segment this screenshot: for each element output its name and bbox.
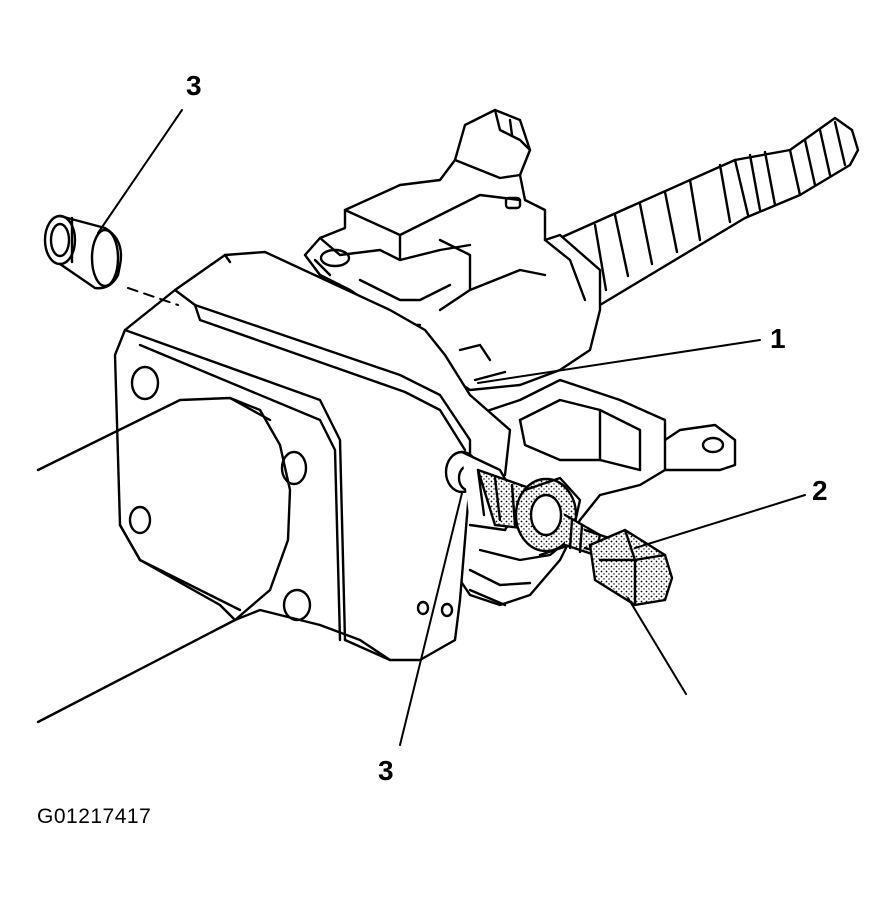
callout-2: 2 [812,475,828,506]
adjustment-bolt-assembly [446,452,672,605]
pin-sleeve-part [45,216,121,288]
column-tube [38,398,290,722]
leader-line-3-top [98,110,182,233]
leader-line-2-lower [628,598,686,694]
leader-line-1 [478,340,760,383]
installation-axis-line [128,288,178,305]
leader-line-2 [635,495,805,548]
leader-line-3-bottom [400,493,462,745]
callout-3-lower: 3 [378,755,394,786]
splined-shaft [560,118,858,305]
leader-lines [98,110,805,745]
lock-housing [115,252,510,660]
figure-id-label: G01217417 [37,805,152,828]
callout-3-upper: 3 [186,70,202,101]
callout-1: 1 [770,323,786,354]
switch-housing [305,110,600,390]
